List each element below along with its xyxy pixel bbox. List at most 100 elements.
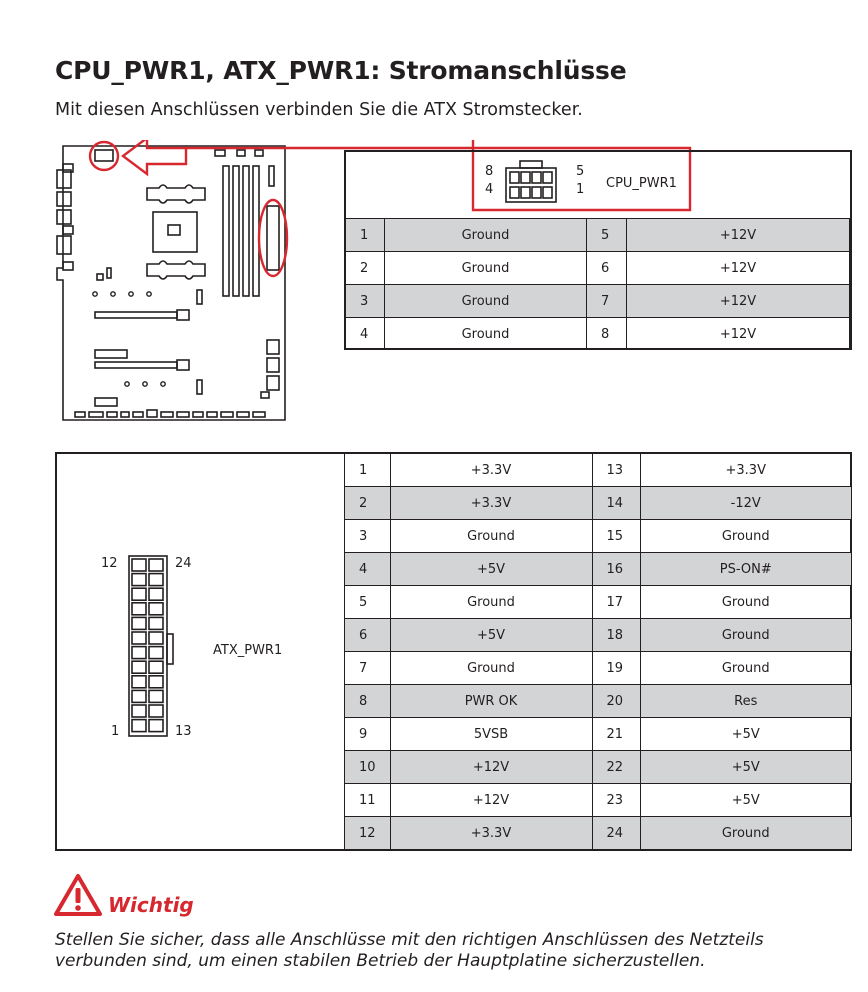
pin-number: 1 <box>345 219 385 252</box>
atx-pin-cell <box>148 675 164 689</box>
pin-signal: +3.3V <box>389 454 593 487</box>
pin-signal: Ground <box>384 219 587 252</box>
atx-pin-cell <box>131 645 147 660</box>
pin-number: 9 <box>345 717 391 751</box>
pin-signal: 5VSB <box>389 717 593 751</box>
pin-number: 23 <box>591 783 641 817</box>
pin-signal: +5V <box>639 717 851 751</box>
pin-number: 6 <box>586 251 627 285</box>
cpu-pin-label-8: 8 <box>485 164 494 179</box>
atx-pin-cell <box>131 616 147 631</box>
pin-number: 11 <box>345 783 391 817</box>
pin-number: 12 <box>345 816 391 849</box>
pin-signal: Ground <box>389 651 593 685</box>
atx-pin-cell <box>131 704 147 718</box>
pin-number: 24 <box>591 816 641 849</box>
pin-number: 22 <box>591 750 641 784</box>
pin-signal: Ground <box>384 284 587 318</box>
atx-pin-cell <box>148 660 164 674</box>
atx-pin-cell <box>131 718 147 733</box>
pin-signal: +12V <box>626 317 850 350</box>
pin-signal: Ground <box>639 618 851 652</box>
pin-number: 10 <box>345 750 391 784</box>
pin-number: 19 <box>591 651 641 685</box>
cpu-pin-label-1: 1 <box>576 182 585 197</box>
atx-pin-cell <box>131 631 147 645</box>
pin-number: 20 <box>591 684 641 718</box>
cpu-pwr1-connector-diagram: 8 4 5 1 CPU_PWR1 <box>346 152 850 219</box>
pin-signal: Ground <box>389 519 593 553</box>
atx-pwr1-connector-icon <box>128 555 174 737</box>
pin-number: 2 <box>345 251 385 285</box>
atx-pin-cell <box>148 601 164 616</box>
important-text: Stellen Sie sicher, dass alle Anschlüsse… <box>55 930 764 971</box>
atx-pin-cell <box>131 587 147 602</box>
page-title: CPU_PWR1, ATX_PWR1: Stromanschlüsse <box>55 56 627 85</box>
pin-number: 5 <box>345 585 391 619</box>
atx-pin-label-12: 12 <box>101 556 118 571</box>
atx-pin-cell <box>148 616 164 631</box>
pin-signal: PWR OK <box>389 684 593 718</box>
pin-signal: Ground <box>639 816 851 849</box>
atx-pin-cell <box>131 572 147 587</box>
atx-pin-cell <box>131 675 147 689</box>
pin-number: 14 <box>591 486 641 520</box>
pin-signal: +12V <box>389 783 593 817</box>
pin-signal: +5V <box>389 618 593 652</box>
pin-signal: Ground <box>389 585 593 619</box>
pin-number: 1 <box>345 454 391 487</box>
pin-signal: +12V <box>389 750 593 784</box>
pin-signal: Ground <box>639 651 851 685</box>
pin-signal: +3.3V <box>389 816 593 849</box>
atx-pin-label-24: 24 <box>175 556 192 571</box>
pin-signal: +12V <box>626 284 850 318</box>
motherboard-diagram <box>56 140 692 421</box>
atx-pin-cell <box>148 558 164 572</box>
cpu-pin-label-5: 5 <box>576 164 585 179</box>
pin-signal: Ground <box>639 585 851 619</box>
pin-number: 15 <box>591 519 641 553</box>
atx-pin-cell <box>148 645 164 660</box>
pin-signal: -12V <box>639 486 851 520</box>
pin-signal: +5V <box>639 750 851 784</box>
pin-number: 7 <box>586 284 627 318</box>
pin-number: 3 <box>345 284 385 318</box>
cpu-pin-label-4: 4 <box>485 182 494 197</box>
pin-number: 13 <box>591 454 641 487</box>
pin-number: 5 <box>586 219 627 252</box>
pin-signal: +12V <box>626 251 850 285</box>
cpu-pwr1-connector-icon <box>505 160 557 203</box>
pin-signal: Ground <box>384 251 587 285</box>
atx-pin-cell <box>148 572 164 587</box>
atx-pin-cell <box>148 718 164 733</box>
pin-signal: +5V <box>639 783 851 817</box>
page-subtitle: Mit diesen Anschlüssen verbinden Sie die… <box>55 100 583 120</box>
warning-triangle-icon <box>54 874 102 916</box>
pin-signal: +3.3V <box>639 454 851 487</box>
atx-pin-cell <box>148 587 164 602</box>
pin-signal: PS-ON# <box>639 552 851 586</box>
pin-number: 8 <box>345 684 391 718</box>
pin-number: 8 <box>586 317 627 350</box>
atx-pin-cell <box>131 660 147 674</box>
atx-pin-cell <box>131 558 147 572</box>
